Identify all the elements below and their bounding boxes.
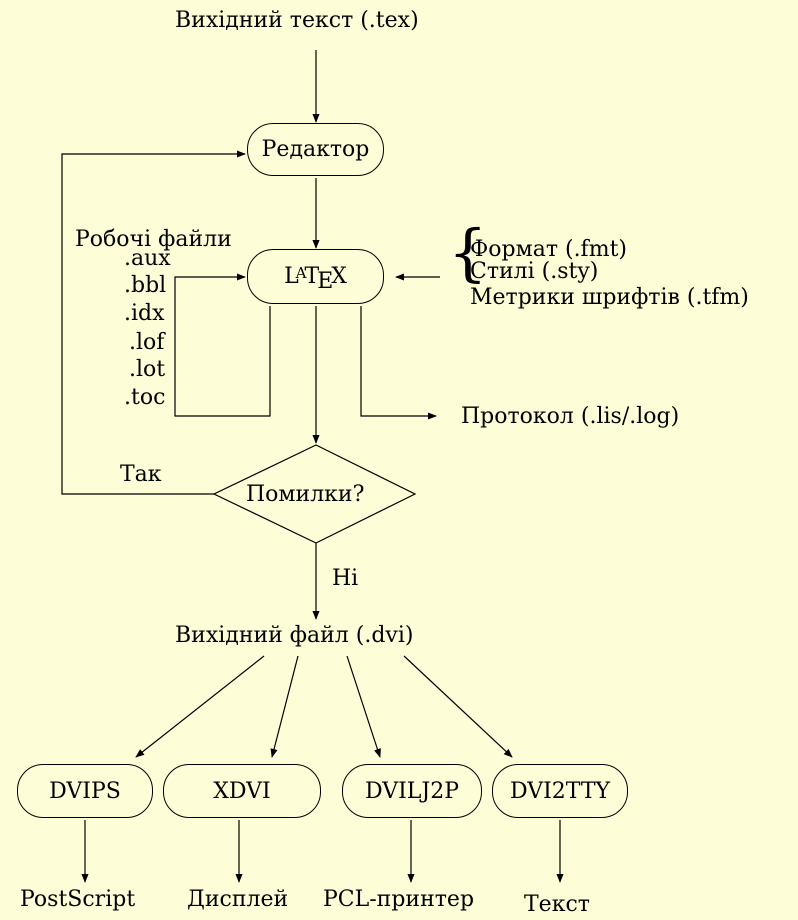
editor-node: Редактор [247, 123, 384, 176]
decision-label: Помилки? [246, 482, 365, 507]
working-file-bbl: .bbl [124, 273, 167, 298]
driver-dvips-label: DVIPS [49, 778, 121, 804]
decision-no-label: Ні [332, 566, 359, 591]
result-postscript: PostScript [20, 887, 136, 912]
arrow-output-to-dvi2tty [403, 655, 513, 758]
result-display: Дисплей [187, 887, 289, 912]
driver-dvi2tty-node: DVI2TTY [492, 764, 628, 818]
input-styles: Стилі (.sty) [470, 259, 599, 284]
protocol-label: Протокол (.lis/.log) [461, 404, 680, 429]
arrow-latex-to-protocol [360, 306, 437, 420]
result-text: Текст [524, 892, 590, 917]
driver-dvilj2p-node: DVILJ2P [342, 764, 482, 818]
input-font-metrics: Метрики шрифтів (.tfm) [470, 285, 749, 310]
inputs-brace: { [448, 216, 488, 289]
result-pcl-printer: PCL-принтер [323, 887, 475, 912]
decision-yes-label: Так [120, 462, 162, 487]
working-file-lot: .lot [129, 357, 166, 382]
working-file-idx: .idx [124, 301, 165, 326]
driver-dvi2tty-label: DVI2TTY [509, 778, 611, 804]
working-file-toc: .toc [124, 385, 166, 410]
arrow-yes-to-editor [61, 150, 246, 495]
editor-label: Редактор [261, 137, 370, 162]
latex-logo: LATEX [284, 264, 347, 294]
driver-dvilj2p-label: DVILJ2P [364, 778, 460, 804]
latex-node: LATEX [247, 249, 384, 304]
driver-dvips-node: DVIPS [17, 764, 153, 818]
driver-xdvi-node: XDVI [163, 764, 321, 818]
arrow-output-to-xdvi [270, 655, 299, 758]
arrow-output-to-dvilj2p [346, 655, 381, 758]
driver-xdvi-label: XDVI [213, 778, 271, 804]
arrow-output-to-dvips [135, 655, 265, 758]
source-text-label: Вихідний текст (.tex) [175, 8, 419, 33]
input-format: Формат (.fmt) [470, 237, 627, 262]
output-file-label: Вихідний файл (.dvi) [175, 623, 414, 648]
working-files-title: Робочі файли [75, 227, 232, 252]
working-file-lof: .lof [129, 330, 165, 355]
loop-working-files [174, 273, 271, 417]
working-file-aux: .aux [124, 246, 171, 271]
